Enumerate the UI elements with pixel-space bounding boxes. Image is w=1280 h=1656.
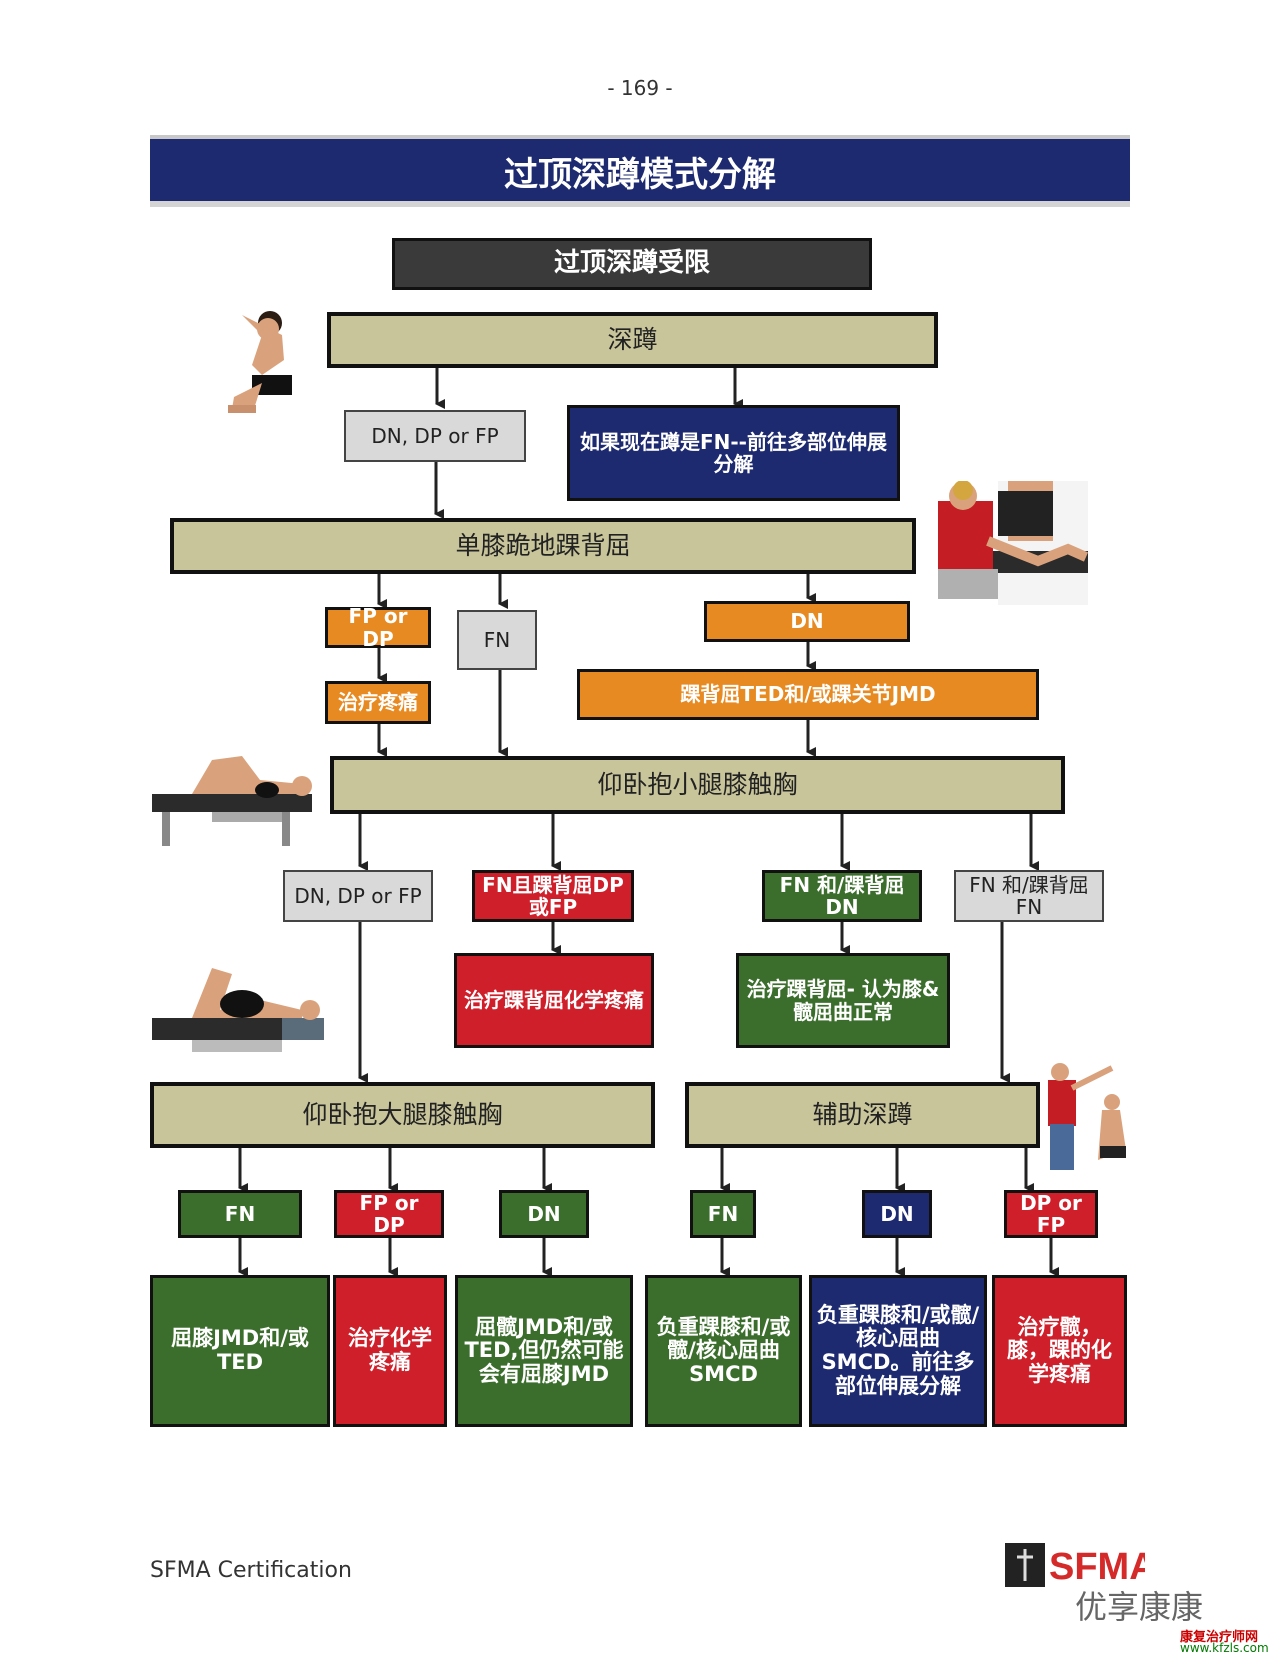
supine-shin-fn-dp-box: FN且踝背屈DP或FP xyxy=(472,870,634,922)
supine-shin-fn-fn-box: FN 和/踝背屈 FN xyxy=(954,870,1104,922)
restricted-overhead-squat-box: 过顶深蹲受限 xyxy=(392,238,872,290)
watermark-site-name: 康复治疗师网 xyxy=(1180,1630,1259,1645)
supine-thigh-to-chest-box: 仰卧抱大腿膝触胸 xyxy=(150,1082,655,1148)
supine-thigh-photo xyxy=(152,968,324,1052)
supine-thigh-dn-box: DN xyxy=(499,1190,589,1238)
watermark-site-url: www.kfzls.com xyxy=(1180,1641,1269,1655)
result-treat-hip-knee-ankle-pain: 治疗髋，膝，踝的化学疼痛 xyxy=(992,1275,1127,1427)
half-kneel-photo xyxy=(928,481,1088,605)
assisted-dn-box: DN xyxy=(862,1190,932,1238)
deep-squat-photo xyxy=(228,311,292,413)
supine-shin-to-chest-box: 仰卧抱小腿膝触胸 xyxy=(330,756,1065,814)
deep-squat-fn-box: 如果现在蹲是FN--前往多部位伸展分解 xyxy=(567,405,900,501)
deep-squat-fault-box: DN, DP or FP xyxy=(344,410,526,462)
result-knee-flexion-jmd-ted: 屈膝JMD和/或TED xyxy=(150,1275,330,1427)
half-kneel-fn-box: FN xyxy=(457,610,537,670)
supine-shin-photo xyxy=(152,756,312,846)
half-kneel-dn-box: DN xyxy=(704,601,910,642)
result-treat-chemical-pain: 治疗化学疼痛 xyxy=(333,1275,447,1427)
result-weight-bearing-smcd: 负重踝膝和/或髋/核心屈曲SMCD xyxy=(645,1275,802,1427)
supine-shin-fault-box: DN, DP or FP xyxy=(283,870,433,922)
page-number: - 169 - xyxy=(607,76,673,100)
deep-squat-box: 深蹲 xyxy=(327,312,938,368)
supine-shin-fn-dn-box: FN 和/踝背屈 DN xyxy=(762,870,922,922)
result-hip-flexion-jmd-ted: 屈髋JMD和/或TED,但仍然可能会有屈膝JMD xyxy=(455,1275,633,1427)
treat-dorsiflexion-box: 治疗踝背屈- 认为膝&髋屈曲正常 xyxy=(736,953,950,1048)
page-title: 过顶深蹲模式分解 xyxy=(150,135,1130,207)
supine-thigh-fp-dp-box: FP or DP xyxy=(334,1190,444,1238)
supine-thigh-fn-box: FN xyxy=(178,1190,302,1238)
assisted-squat-photo xyxy=(1048,1063,1126,1170)
result-smcd-go-to-extension: 负重踝膝和/或髋/核心屈曲SMCD。前往多部位伸展分解 xyxy=(809,1275,987,1427)
assisted-squat-box: 辅助深蹲 xyxy=(685,1082,1040,1148)
assisted-fn-box: FN xyxy=(690,1190,756,1238)
sfma-logo-text: SFMA xyxy=(1049,1546,1145,1588)
footer-certification: SFMA Certification xyxy=(150,1558,352,1583)
half-kneel-fp-dp-box: FP or DP xyxy=(325,605,431,650)
assisted-dp-fp-box: DP or FP xyxy=(1004,1190,1098,1238)
half-kneel-ted-jmd-box: 踝背屈TED和/或踝关节JMD xyxy=(577,669,1039,720)
half-kneel-dorsiflexion-box: 单膝跪地踝背屈 xyxy=(170,518,916,574)
sfma-logo: SFMA xyxy=(1005,1535,1157,1595)
treat-dorsiflexion-chemical-pain-box: 治疗踝背屈化学疼痛 xyxy=(454,953,654,1048)
watermark-brand: 优享康康 xyxy=(1075,1588,1204,1626)
half-kneel-treat-pain-box: 治疗疼痛 xyxy=(325,681,431,724)
